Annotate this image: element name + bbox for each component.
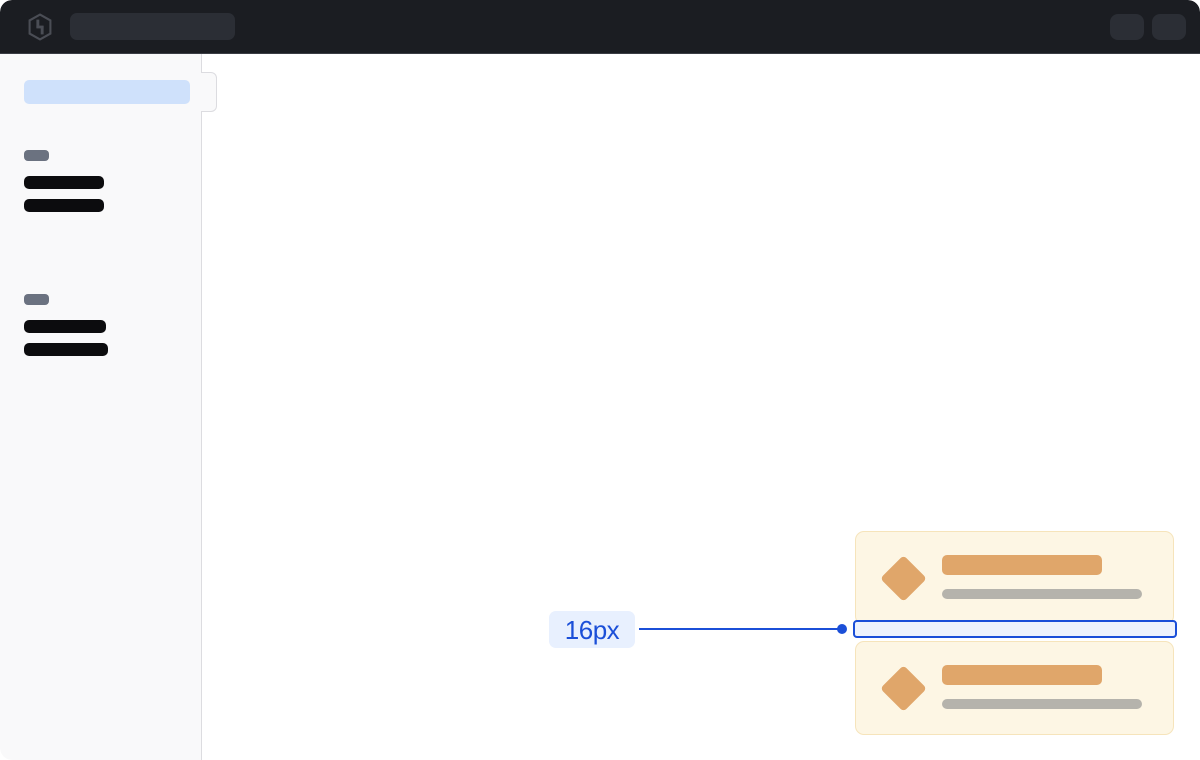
measurement-badge: 16px (549, 611, 635, 648)
sidebar-nav-group-1 (24, 150, 104, 222)
measurement-value-label: 16px (564, 614, 620, 645)
hashicorp-logo-icon[interactable] (26, 13, 54, 41)
spacing-gap-highlight (853, 620, 1177, 638)
card-title (942, 665, 1102, 685)
measurement-leader-dot (837, 624, 847, 634)
header-action-notifications-button[interactable] (1110, 14, 1144, 40)
top-header-bar (0, 0, 1200, 54)
header-action-account-button[interactable] (1152, 14, 1186, 40)
sidebar-item-1-2[interactable] (24, 199, 104, 212)
sidebar-nav-group-2 (24, 294, 108, 366)
sidebar-group-label-1 (24, 150, 49, 161)
diamond-icon (880, 555, 927, 602)
content-card[interactable] (855, 641, 1174, 735)
diamond-icon (880, 665, 927, 712)
global-search-input[interactable] (70, 13, 235, 40)
card-title (942, 555, 1102, 575)
card-subtitle (942, 589, 1142, 599)
sidebar-item-2-2[interactable] (24, 343, 108, 356)
sidebar-collapse-handle[interactable] (201, 72, 217, 112)
sidebar-item-1-1[interactable] (24, 176, 104, 189)
sidebar-active-item[interactable] (24, 80, 190, 104)
measurement-leader-line (639, 628, 843, 630)
card-subtitle (942, 699, 1142, 709)
sidebar (0, 54, 202, 760)
sidebar-item-2-1[interactable] (24, 320, 106, 333)
content-card[interactable] (855, 531, 1174, 625)
sidebar-group-label-2 (24, 294, 49, 305)
